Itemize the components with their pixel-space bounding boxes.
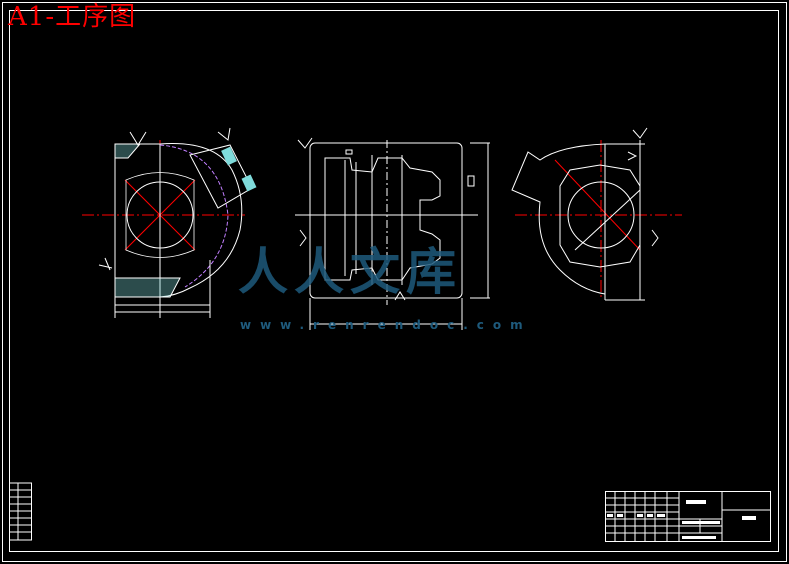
watermark-url: www.renrendoc.com [240,318,532,332]
inner-frame [9,10,779,552]
right-view [511,127,682,301]
left-view [82,127,257,318]
revision-table [9,482,32,541]
title-block [605,491,771,542]
middle-view [295,137,490,330]
watermark-logo: 人人文库 [238,242,462,301]
drawing-title: A1-工序图 [8,2,137,32]
